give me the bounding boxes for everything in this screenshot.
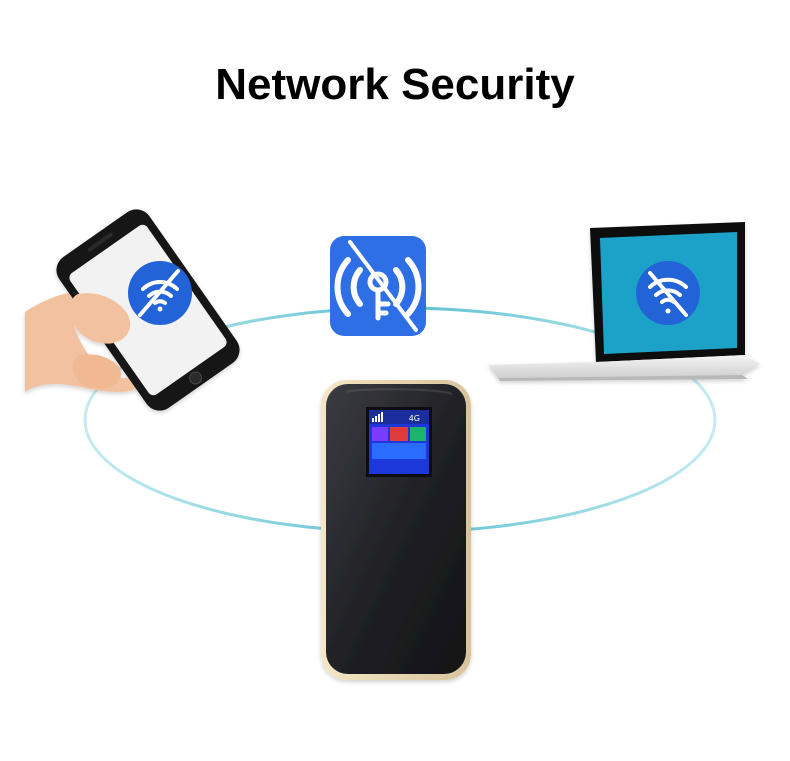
wifi-slashed-icon xyxy=(648,271,688,317)
laptop xyxy=(488,222,760,381)
wifi-key-crossed-icon xyxy=(334,240,422,332)
app-badge xyxy=(330,236,426,336)
device-screen: 4G xyxy=(366,407,432,477)
thumb xyxy=(69,293,131,344)
wifi-slashed-icon xyxy=(138,269,180,317)
hand-fingers xyxy=(72,354,122,389)
portable-hotspot-device: 4G xyxy=(321,380,471,680)
hand xyxy=(25,290,176,392)
device-screen-top-right-text: 4G xyxy=(409,414,420,423)
smartphone-in-hand xyxy=(25,209,240,411)
signal-bars-icon xyxy=(372,412,383,422)
page-title: Network Security xyxy=(215,60,575,109)
